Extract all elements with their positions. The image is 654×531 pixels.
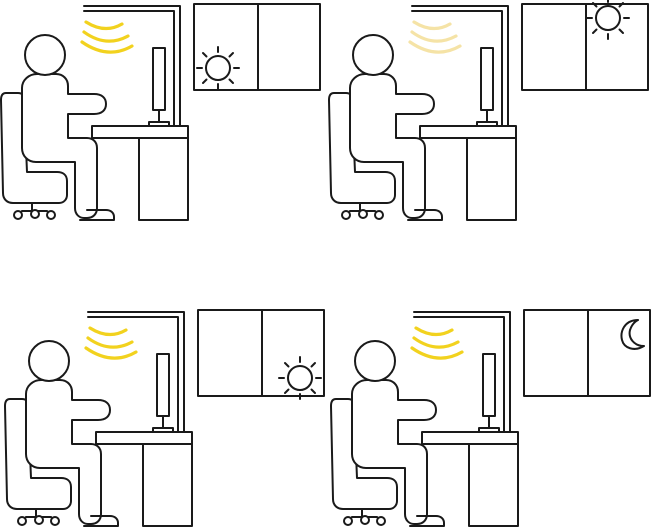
panel-afternoon — [4, 309, 325, 527]
lamp-light-waves — [84, 326, 138, 360]
panel-night — [330, 309, 651, 527]
lamp-light-waves — [410, 326, 464, 360]
lamp-light-waves — [408, 20, 462, 54]
workstation — [0, 3, 321, 221]
panel-midday — [328, 0, 649, 221]
panel-morning — [0, 3, 321, 221]
workstation — [330, 309, 651, 527]
lamp-light-waves — [80, 20, 134, 54]
workstation — [4, 309, 325, 527]
workstation — [328, 3, 649, 221]
